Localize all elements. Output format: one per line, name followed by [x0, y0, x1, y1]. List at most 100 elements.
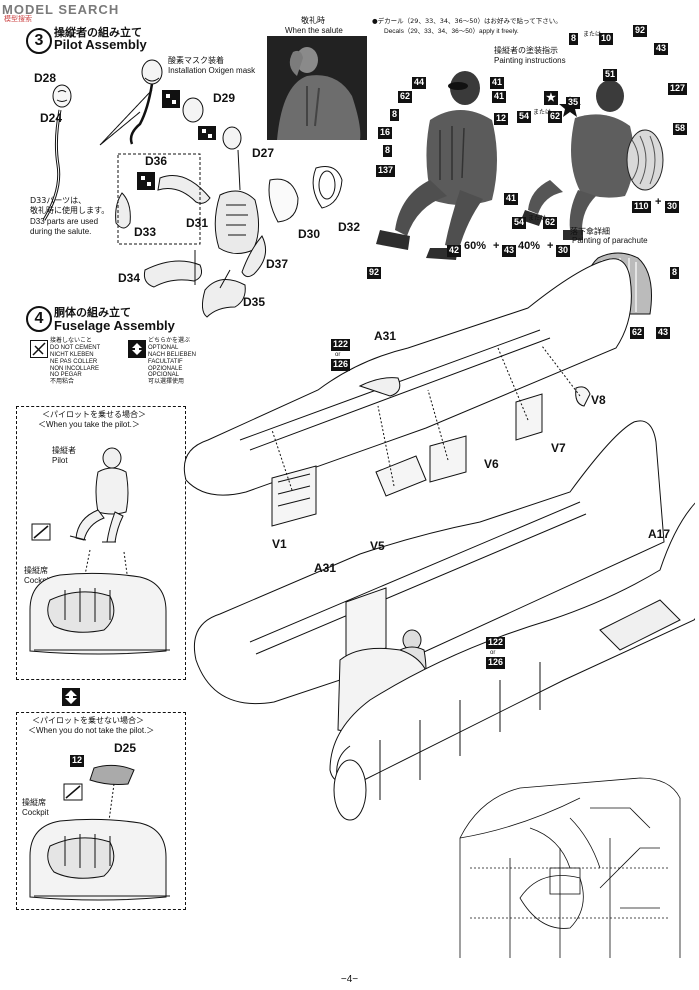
- part-a31-top: A31: [374, 329, 397, 343]
- d33-note-en1: D33 parts are used: [30, 217, 99, 226]
- watermark-cn: 模型搜索: [4, 15, 32, 23]
- color-62c: 62: [543, 217, 558, 229]
- parachute-jp: 落下傘詳細: [570, 227, 610, 236]
- part-v5: V5: [370, 539, 385, 553]
- optional-icon: [128, 340, 146, 358]
- color-54b: 54: [512, 217, 527, 229]
- mataha-2: または: [533, 109, 552, 116]
- part-d36: D36: [145, 154, 168, 168]
- color-43b: 43: [654, 43, 669, 55]
- part-d29: D29: [213, 91, 236, 105]
- salute-en: When the salute: [285, 26, 343, 35]
- mataha-1: または: [583, 31, 602, 38]
- pilot-assembly-drawing: [42, 59, 343, 318]
- part-v6: V6: [484, 457, 499, 471]
- color-62b: 62: [548, 111, 563, 123]
- color-54a: 54: [517, 111, 532, 123]
- painting-jp: 操縦者の塗装指示: [494, 46, 558, 55]
- d33-note-jp1: D33パーツは、: [30, 196, 87, 205]
- cockpit-with-pilot-drawing: [29, 447, 170, 655]
- mask-note-jp: 酸素マスク装着: [168, 56, 224, 65]
- color-16: 16: [378, 127, 393, 139]
- part-d28: D28: [34, 71, 57, 85]
- fuselage-exploded-drawing: [183, 258, 695, 821]
- part-a17: A17: [648, 527, 671, 541]
- part-v8: V8: [591, 393, 606, 407]
- step3-title-jp: 操縦者の組み立て: [54, 26, 142, 39]
- mix-pct40: 40%: [518, 240, 541, 252]
- color-122b: 122: [486, 637, 506, 649]
- page-number: −4−: [340, 974, 359, 985]
- color-35: 35: [566, 97, 581, 109]
- part-d33: D33: [134, 225, 157, 239]
- watermark-text: MODEL SEARCH: [2, 2, 120, 17]
- color-127: 127: [668, 83, 688, 95]
- color-10: 10: [599, 33, 614, 45]
- color-8b: 8: [383, 145, 393, 157]
- part-v1: V1: [272, 537, 287, 551]
- color-41a: 41: [490, 77, 505, 89]
- parachute-color-8: 8: [670, 267, 680, 279]
- color-8a: 8: [390, 109, 400, 121]
- color-51: 51: [603, 69, 618, 81]
- decal-note-en: Decals（29、33、34、36～50）apply it freely.: [384, 28, 519, 35]
- painting-en: Painting instructions: [494, 56, 566, 65]
- cockpit-cutaway-detail: [459, 777, 681, 958]
- color-137: 137: [376, 165, 396, 177]
- mask-note-en: Installation Oxigen mask: [168, 66, 256, 75]
- color-126a: 126: [331, 359, 351, 371]
- salute-jp: 敬礼時: [301, 16, 325, 25]
- mix-plus1: +: [493, 240, 500, 252]
- pilot-label-en: Pilot: [52, 456, 68, 465]
- cockpit-label2-en: Cockpit: [22, 808, 49, 817]
- take-pilot-en: ＜When you take the pilot.＞: [38, 420, 140, 429]
- color-41b: 41: [492, 91, 507, 103]
- color-44: 44: [412, 77, 427, 89]
- optional-icon-2: [62, 688, 80, 711]
- painted-pilot-figures: [376, 71, 664, 260]
- color-42: 42: [447, 245, 462, 257]
- without-pilot-box: [16, 712, 186, 910]
- part-d34: D34: [118, 271, 141, 285]
- no-pilot-en: ＜When you do not take the pilot.＞: [28, 726, 155, 735]
- step4-title-jp: 胴体の組み立て: [54, 306, 131, 319]
- color-12-d25: 12: [70, 755, 85, 767]
- part-d35: D35: [243, 295, 266, 309]
- color-58a: 58: [673, 123, 688, 135]
- d33-note-en2: during the salute.: [30, 227, 92, 236]
- color-30a: 30: [556, 245, 571, 257]
- color-30b: 30: [665, 201, 680, 213]
- color-43a: 43: [502, 245, 517, 257]
- or-1: or: [335, 351, 341, 358]
- color-110: 110: [632, 201, 651, 213]
- step4-number: 4: [26, 306, 52, 332]
- part-d32: D32: [338, 220, 361, 234]
- no-cement-icon: [30, 340, 48, 358]
- parachute-color-62: 62: [630, 327, 645, 339]
- cockpit-label-jp: 操縦席: [24, 566, 48, 575]
- color-126b: 126: [486, 657, 506, 669]
- star-icon: ★: [544, 91, 558, 106]
- part-d24: D24: [40, 111, 63, 125]
- color-122a: 122: [331, 339, 351, 351]
- part-d25: D25: [114, 741, 137, 755]
- part-d31: D31: [186, 216, 209, 230]
- step3-title-en: Pilot Assembly: [54, 37, 147, 52]
- take-pilot-jp: ＜パイロットを乗せる場合＞: [42, 410, 146, 419]
- color-12: 12: [494, 113, 509, 125]
- mix-pct60: 60%: [464, 240, 487, 252]
- salute-photo: [267, 36, 367, 140]
- cockpit-without-pilot-drawing: [29, 764, 170, 901]
- color-62: 62: [398, 91, 413, 103]
- part-d27: D27: [252, 146, 275, 160]
- parachute-en: Painting of parachute: [572, 236, 648, 245]
- mix-plus3: +: [655, 196, 662, 208]
- mataha-3: または: [528, 215, 547, 222]
- parachute-color-43: 43: [656, 327, 671, 339]
- part-d30: D30: [298, 227, 321, 241]
- color-8c: 8: [569, 33, 579, 45]
- color-92b: 92: [633, 25, 648, 37]
- decal-note-jp: ●デカール（29、33、34、36～50）はお好みで貼って下さい。: [372, 17, 562, 25]
